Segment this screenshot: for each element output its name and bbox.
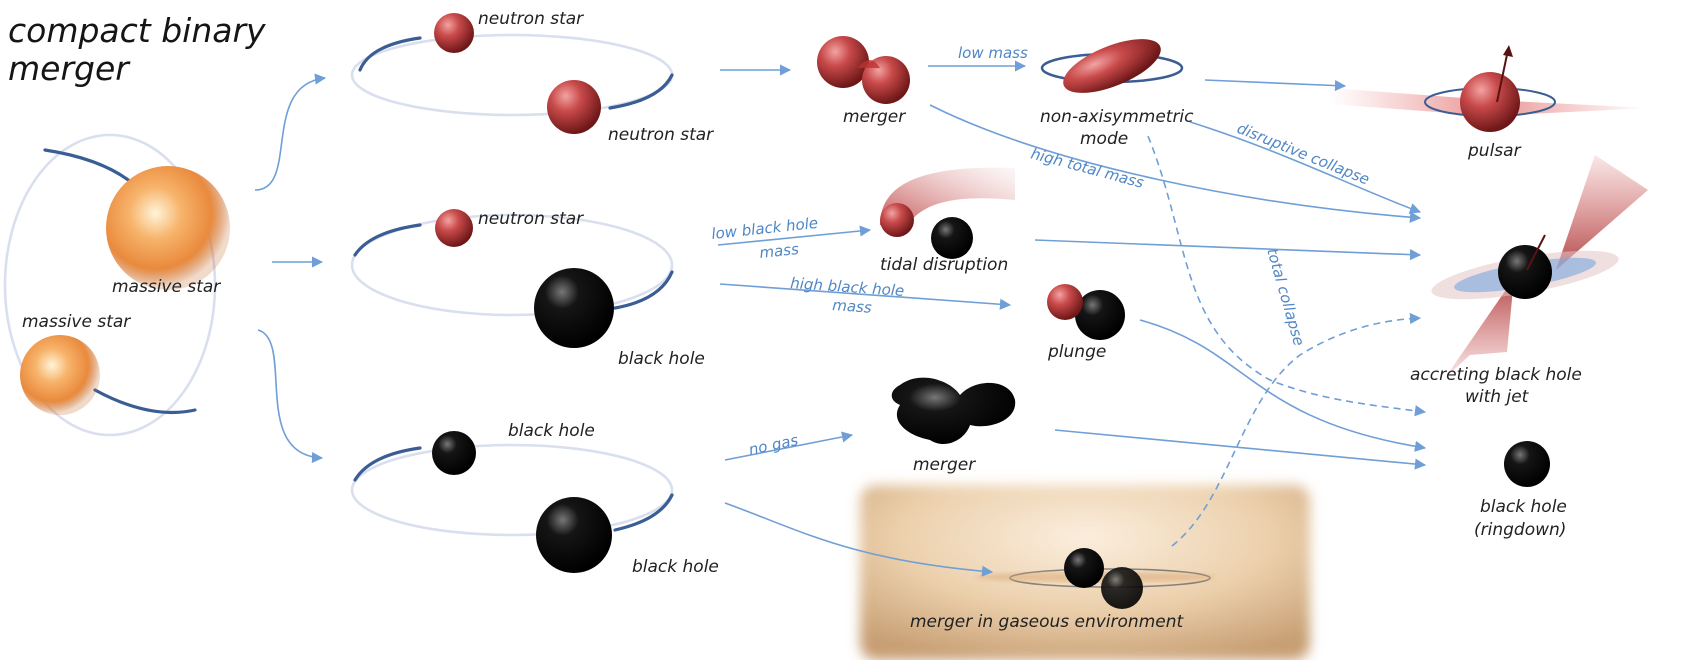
ringdown-label-1: black hole (1480, 497, 1567, 517)
arrow-to-bh-bh (258, 330, 322, 458)
tidal-disrupted-star (880, 203, 914, 237)
gas-merger-black-hole-1 (1064, 548, 1104, 588)
progenitor-binary: massive star massive star (5, 135, 230, 435)
label-disruptive-collapse: disruptive collapse (1235, 119, 1373, 189)
title-line-2: merger (8, 49, 131, 88)
ns-bh-binary: neutron star black hole (352, 209, 705, 369)
progenitor-orbit-accent-lower (95, 390, 195, 413)
accreting-label-1: accreting black hole (1410, 365, 1582, 385)
bh-merger-label: merger (913, 455, 976, 475)
arrow-to-pulsar (1205, 80, 1345, 86)
label-high-bh-mass-2: mass (832, 296, 873, 317)
ns-bh-orbit-accent-2 (615, 272, 672, 308)
ns-merger-star-1 (817, 36, 869, 88)
gas-merger-label: merger in gaseous environment (910, 612, 1184, 632)
neutron-star-2 (547, 80, 601, 134)
accreting-label-2: with jet (1465, 387, 1530, 407)
pulsar-spin-arrow (1503, 45, 1513, 57)
non-axisymmetric-label-2: mode (1080, 129, 1128, 149)
title-line-1: compact binary (8, 11, 266, 50)
bar-mode-ellipsoid (1056, 28, 1167, 104)
ns-ns-orbit (352, 35, 672, 115)
bh-bh-bottom-label: black hole (632, 557, 719, 577)
bh-merger: merger (892, 378, 1015, 475)
plunge-black-hole (1075, 290, 1125, 340)
arrow-disruptive-collapse (1190, 122, 1420, 212)
ns-ns-top-label: neutron star (478, 9, 584, 29)
non-axisymmetric-mode: non-axisymmetric mode (1040, 28, 1194, 149)
tidal-disruption-label: tidal disruption (880, 255, 1008, 275)
non-axisymmetric-label-1: non-axisymmetric (1040, 107, 1194, 127)
bh-bh-top-label: black hole (508, 421, 595, 441)
gas-merger: merger in gaseous environment (860, 485, 1310, 660)
massive-star-lower (20, 335, 100, 415)
plunge-label: plunge (1047, 342, 1106, 362)
label-high-total-mass: high total mass (1029, 144, 1146, 191)
pulsar-star (1460, 72, 1520, 132)
ns-ns-orbit-accent-2 (610, 75, 672, 108)
tidal-black-hole (931, 217, 973, 259)
ns-ns-bottom-label: neutron star (608, 125, 714, 145)
bh-merger-blob (892, 378, 1015, 444)
tidal-disruption: tidal disruption (880, 168, 1015, 275)
label-low-bh-mass-1: low black hole (711, 214, 819, 243)
bh-bh-black-hole-1 (432, 431, 476, 475)
ns-bh-top-label: neutron star (478, 209, 584, 229)
ringdown-black-hole-body (1504, 441, 1550, 487)
neutron-star-1 (434, 13, 474, 53)
ns-ns-binary: neutron star neutron star (352, 9, 714, 145)
bh-bh-orbit-accent-1 (355, 448, 420, 480)
ns-bh-neutron-star (435, 209, 473, 247)
ringdown-label-2: (ringdown) (1474, 520, 1566, 540)
massive-star-upper (106, 166, 230, 290)
massive-star-lower-label: massive star (22, 312, 131, 332)
ns-bh-orbit-accent-1 (355, 225, 420, 255)
ns-merger-label: merger (843, 107, 906, 127)
accreting-black-hole: accreting black hole with jet (1410, 155, 1648, 407)
gas-merger-black-hole-2 (1101, 567, 1143, 609)
ns-bh-black-hole (534, 268, 614, 348)
label-low-bh-mass-2: mass (759, 240, 800, 262)
bh-bh-orbit (352, 445, 672, 535)
label-low-mass: low mass (958, 44, 1028, 62)
bh-bh-black-hole-2 (536, 497, 612, 573)
arrow-tidal-to-accreting (1035, 240, 1420, 255)
accreting-black-hole-body (1498, 245, 1552, 299)
arrow-to-ns-ns (255, 78, 325, 190)
pulsar: pulsar (1330, 45, 1650, 161)
label-total-collapse: total collapse (1263, 246, 1308, 348)
label-no-gas: no gas (747, 431, 800, 459)
pulsar-label: pulsar (1467, 141, 1522, 161)
bh-bh-orbit-accent-2 (615, 495, 672, 530)
massive-star-upper-label: massive star (112, 277, 221, 297)
bh-bh-binary: black hole black hole (352, 421, 719, 577)
plunge: plunge (1047, 284, 1125, 362)
arrow-bh-merger-to-ringdown (1055, 430, 1425, 465)
ns-merger: merger (817, 36, 910, 127)
plunge-neutron-star (1047, 284, 1083, 320)
ns-bh-bottom-label: black hole (618, 349, 705, 369)
ringdown-black-hole: black hole (ringdown) (1474, 441, 1567, 540)
